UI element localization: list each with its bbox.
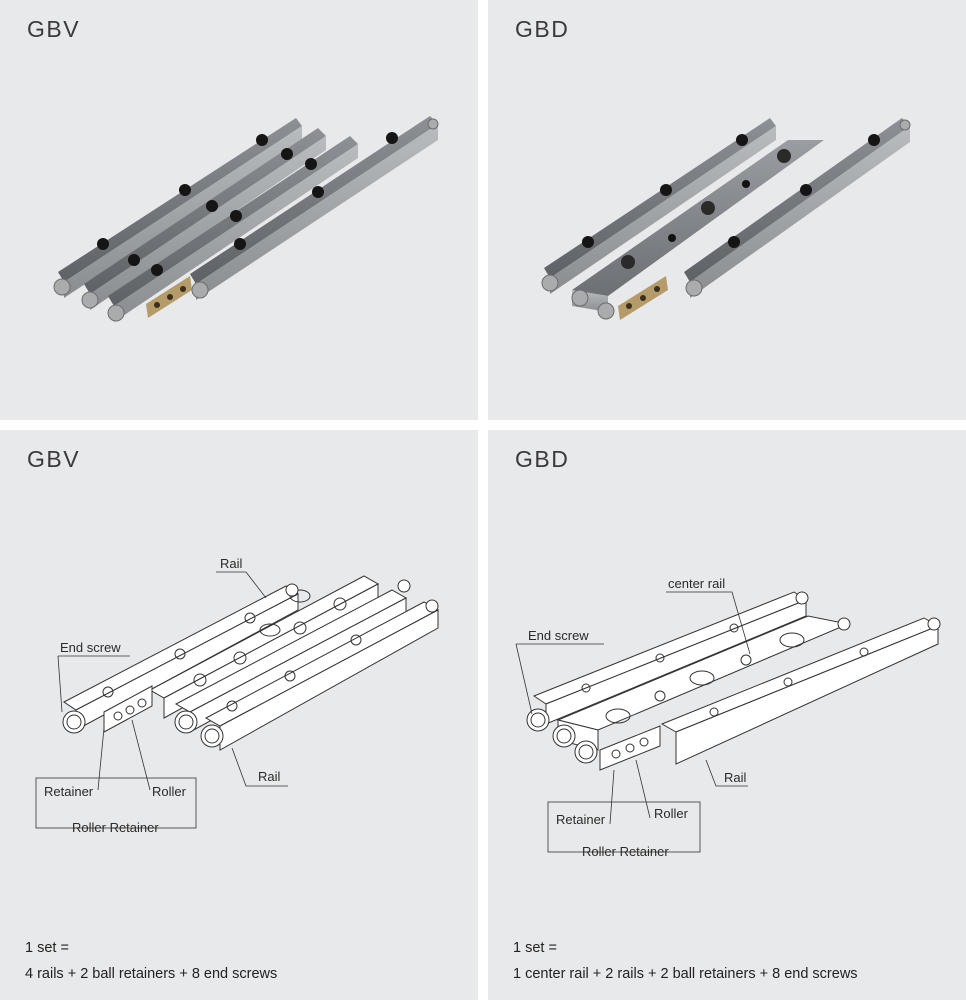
set-line-2: 1 center rail + 2 rails + 2 ball retaine… xyxy=(513,966,858,982)
label-roller-retainer: Roller Retainer xyxy=(72,820,159,835)
roller-retainer-block xyxy=(103,685,153,733)
panel-title: GBV xyxy=(27,16,81,42)
end-screws xyxy=(53,118,439,322)
label-retainer: Retainer xyxy=(44,784,94,799)
rail-left xyxy=(544,118,776,294)
rail-4 xyxy=(190,116,438,300)
label-roller-retainer: Roller Retainer xyxy=(582,844,669,859)
gbd-diagram-panel: GBD xyxy=(488,430,966,1000)
retainer xyxy=(618,276,668,320)
set-line-1: 1 set = xyxy=(25,940,69,956)
gbd-exploded-diagram: center rail End screw Rail Retainer Roll… xyxy=(515,576,941,859)
label-retainer: Retainer xyxy=(556,812,606,827)
end-screws xyxy=(541,119,911,320)
label-end-screw: End screw xyxy=(528,628,589,643)
gbv-diagram-panel: GBV xyxy=(0,430,478,1000)
gbv-photo-panel: GBV xyxy=(0,0,478,420)
gbd-rail-photo xyxy=(541,118,911,320)
label-rail-bottom: Rail xyxy=(258,769,281,784)
gbv-exploded-diagram: Rail End screw Rail Retainer Roller Roll… xyxy=(35,556,440,835)
gbv-callouts: Rail End screw Rail Retainer Roller Roll… xyxy=(44,556,281,835)
roller-retainer-block xyxy=(599,725,661,771)
set-line-1: 1 set = xyxy=(513,940,557,956)
retainer xyxy=(146,276,192,318)
label-rail-top: Rail xyxy=(220,556,243,571)
set-line-2: 4 rails + 2 ball retainers + 8 end screw… xyxy=(25,966,278,982)
panel-title: GBV xyxy=(27,446,81,472)
label-roller: Roller xyxy=(654,806,689,821)
end-screws xyxy=(526,591,941,764)
rail-3 xyxy=(108,136,358,322)
label-roller: Roller xyxy=(152,784,187,799)
gbv-rail-photo xyxy=(53,116,439,322)
rail-right xyxy=(684,118,910,298)
label-end-screw: End screw xyxy=(60,640,121,655)
rail-1 xyxy=(58,118,302,298)
rail-2 xyxy=(84,128,326,310)
gbd-callouts: center rail End screw Rail Retainer Roll… xyxy=(528,576,747,859)
panel-title: GBD xyxy=(515,446,570,472)
gbd-photo-panel: GBD xyxy=(488,0,966,420)
end-screws xyxy=(62,579,439,748)
label-center-rail: center rail xyxy=(668,576,725,591)
panel-title: GBD xyxy=(515,16,570,42)
label-rail: Rail xyxy=(724,770,747,785)
